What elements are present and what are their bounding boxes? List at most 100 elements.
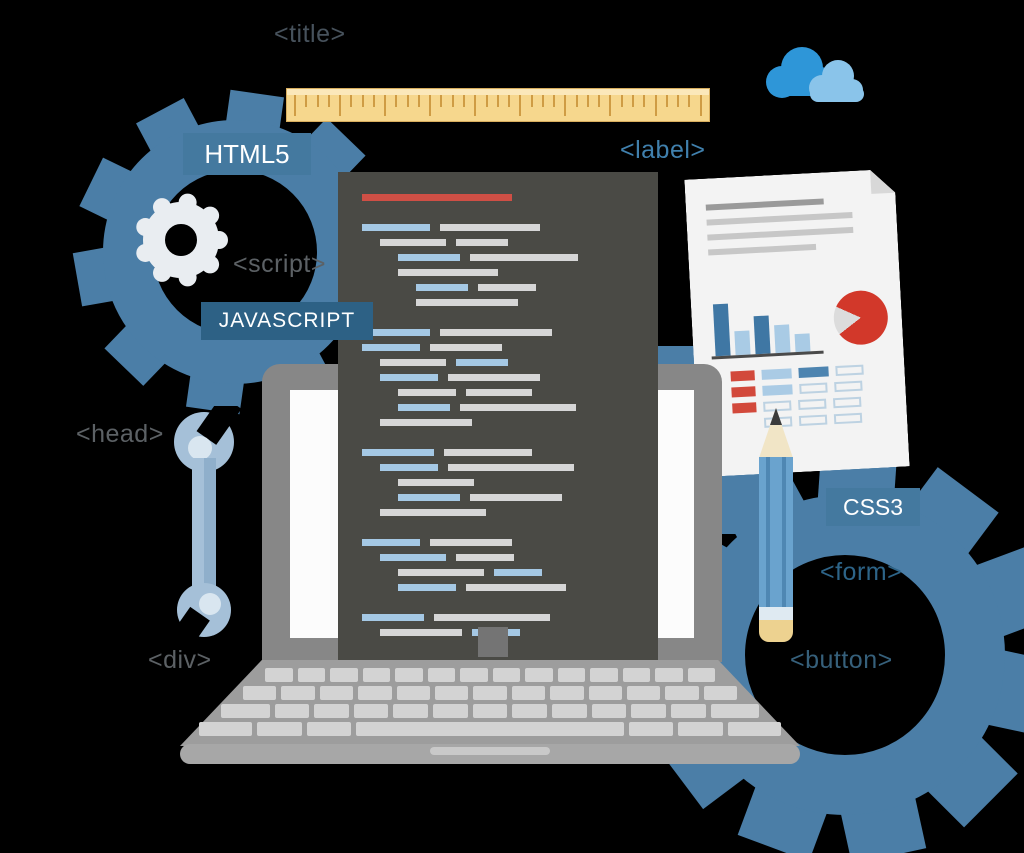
ruler-tick: [361, 95, 364, 107]
key: [665, 686, 699, 700]
code-segment: [460, 404, 576, 411]
code-line: [398, 269, 658, 276]
grid-row: [731, 381, 864, 398]
title-tag-label: <title>: [274, 20, 346, 48]
code-segment: [362, 329, 430, 336]
code-line: [362, 449, 658, 456]
grid-cell: [798, 399, 826, 410]
ruler-tick: [677, 95, 680, 107]
key: [395, 668, 423, 682]
pencil-body: [759, 457, 793, 607]
code-segment: [398, 269, 498, 276]
key: [472, 704, 508, 718]
ruler-tick: [339, 95, 342, 116]
code-line: [398, 389, 658, 396]
keyboard-row: [221, 704, 760, 718]
code-segment: [380, 419, 472, 426]
code-editor-panel: [338, 172, 658, 660]
ruler-tick: [429, 95, 432, 116]
key: [591, 704, 627, 718]
key: [330, 668, 358, 682]
paper-line: [706, 212, 852, 226]
bar: [795, 333, 811, 352]
code-segment: [466, 389, 532, 396]
key: [703, 686, 738, 700]
key: [525, 668, 553, 682]
key: [362, 668, 390, 682]
form-tag-label: <form>: [820, 558, 903, 586]
key: [356, 722, 624, 736]
paper-line: [706, 198, 824, 210]
ruler-tick: [350, 95, 353, 107]
code-segment: [362, 194, 512, 201]
ruler-icon: [286, 88, 710, 122]
code-line: [362, 209, 658, 216]
trackpad-notch: [430, 747, 550, 755]
key: [492, 668, 520, 682]
ruler-tick: [474, 95, 477, 116]
key: [678, 722, 723, 736]
ruler-tick: [598, 95, 601, 107]
ruler-tick: [553, 95, 556, 107]
code-line: [362, 224, 658, 231]
code-segment: [494, 569, 542, 576]
key: [257, 722, 302, 736]
code-segment: [362, 539, 420, 546]
code-line: [380, 509, 658, 516]
code-segment: [440, 329, 552, 336]
code-segment: [398, 254, 460, 261]
code-segment: [380, 239, 446, 246]
ruler-tick: [440, 95, 443, 107]
code-line: [362, 194, 658, 201]
code-segment: [448, 374, 540, 381]
grid-cell: [732, 402, 756, 413]
key: [588, 686, 622, 700]
ruler-ticks: [287, 95, 709, 116]
ruler-tick: [519, 95, 522, 116]
code-segment: [398, 494, 460, 501]
code-segment: [362, 449, 434, 456]
code-segment: [380, 359, 446, 366]
code-segment: [380, 464, 438, 471]
code-line: [398, 254, 658, 261]
ruler-tick: [564, 95, 567, 116]
code-segment: [380, 554, 446, 561]
bar-chart: [713, 295, 811, 356]
div-tag-label: <div>: [148, 646, 212, 674]
code-segment: [430, 344, 502, 351]
key: [427, 668, 455, 682]
button-tag-label: <button>: [790, 646, 893, 674]
grid-row: [733, 413, 866, 430]
code-segment: [470, 254, 578, 261]
grid-cell: [834, 413, 862, 424]
code-segment: [470, 494, 562, 501]
ruler-tick: [451, 95, 454, 107]
key: [433, 704, 468, 718]
key: [590, 668, 618, 682]
ruler-tick: [665, 95, 668, 107]
css3-badge: CSS3: [826, 488, 920, 526]
ruler-tick: [305, 95, 308, 107]
key: [199, 722, 253, 736]
ruler-tick: [575, 95, 578, 107]
keyboard-row: [265, 668, 715, 682]
key: [727, 722, 781, 736]
key: [460, 668, 488, 682]
ruler-tick: [688, 95, 691, 107]
code-line: [416, 284, 658, 291]
code-segment: [362, 224, 430, 231]
grid-row: [732, 397, 865, 414]
code-line: [398, 584, 658, 591]
key: [297, 668, 325, 682]
code-segment: [362, 614, 424, 621]
code-segment: [466, 584, 566, 591]
html5-badge: HTML5: [183, 133, 311, 175]
ruler-tick: [643, 95, 646, 107]
grid-cell: [799, 415, 827, 426]
key: [655, 668, 683, 682]
ruler-tick: [395, 95, 398, 107]
pie-chart: [832, 289, 889, 346]
code-line: [380, 554, 658, 561]
key: [511, 686, 546, 700]
bar: [774, 324, 790, 353]
